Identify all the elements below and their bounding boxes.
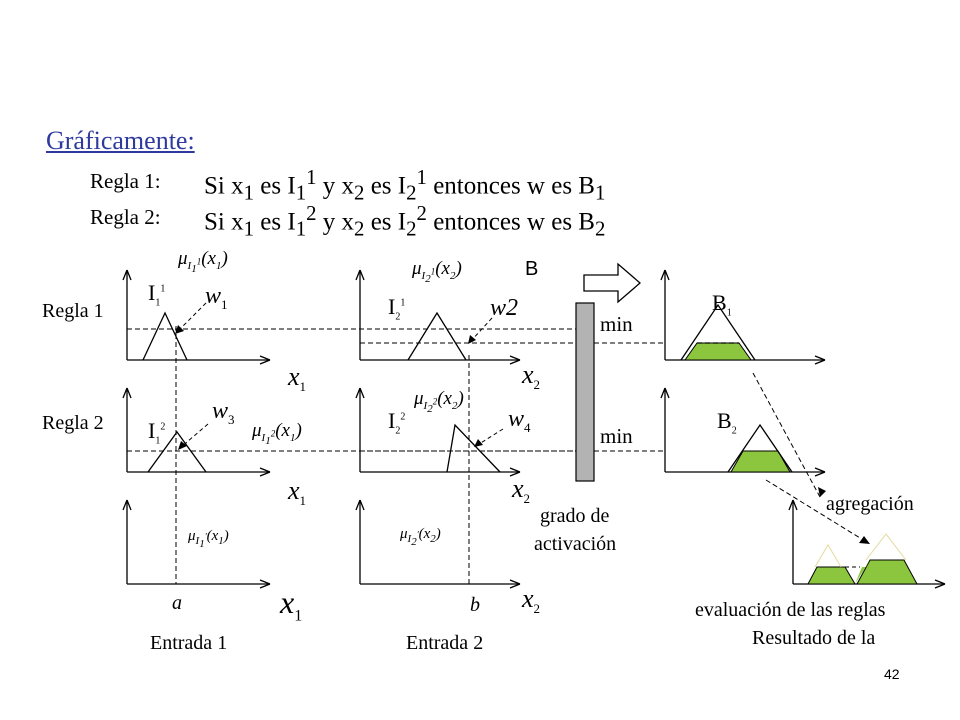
axes-r1c3 (664, 270, 825, 361)
block-arrow (583, 262, 641, 304)
weight-w1: w1 (205, 283, 228, 312)
set-i12: I12 (148, 418, 166, 447)
grado-line1: grado de (540, 505, 610, 527)
output-b1 (680, 303, 756, 361)
axes-r1c2 (359, 270, 520, 361)
min-label-r1: min (600, 312, 633, 336)
mu-input1: μI1'(x1) (188, 528, 229, 551)
rule1-label: Regla 1: (90, 169, 161, 193)
set-b1: B1 (712, 290, 732, 319)
axis-x1-r3: x1 (280, 584, 303, 625)
set-i22: I22 (388, 408, 406, 437)
weight-w3: w3 (212, 398, 235, 427)
set-i11: I11 (148, 280, 166, 309)
arrowhead-r1c1-y (122, 269, 132, 281)
rule2-text: Si x1 es I12 y x2 es I22 entonces w es B… (204, 201, 606, 241)
set-b2: B2 (717, 408, 737, 437)
weight-w2: w2 (490, 295, 519, 321)
mu-input2: μI2'(x2) (400, 526, 441, 549)
output-b2 (727, 423, 793, 473)
arrowhead-r1c1-x (259, 355, 271, 365)
weight-w4: w4 (508, 406, 531, 435)
set-i21: I21 (388, 294, 406, 323)
tri-i11 (142, 311, 188, 361)
mu-r1x1: μI11(x1) (178, 248, 228, 275)
axis-x1-r1: x1 (288, 362, 307, 395)
tri-i21 (407, 311, 467, 361)
mu-r1x2: μI21(x2) (412, 258, 462, 285)
page-title: Gráficamente: (46, 126, 195, 155)
entrada2-label: Entrada 2 (406, 632, 484, 654)
result-line1: evaluación de las reglas (695, 599, 886, 621)
grado-line2: activación (534, 533, 617, 555)
axis-x2-r3: x2 (522, 584, 541, 617)
axis-x2-r2: x2 (512, 474, 531, 507)
aggregated-result (807, 533, 918, 585)
input-b-label: b (470, 594, 480, 616)
activation-bar (575, 302, 595, 482)
mu-r2x2: μI22(x2) (414, 388, 464, 415)
tri-i12 (147, 430, 207, 473)
rule1-text: Si x1 es I11 y x2 es I21 entonces w es B… (204, 165, 606, 205)
mu-r2x1: μI12(x1) (252, 420, 302, 447)
result-line2: Resultado de la (752, 627, 876, 649)
axes-r1c1 (126, 270, 270, 361)
tri-i22 (446, 423, 501, 473)
row-label-regla1: Regla 1 (42, 300, 104, 322)
axis-x2-r1: x2 (522, 360, 541, 393)
block-arrow-label: B (525, 258, 539, 280)
page-number: 42 (884, 666, 900, 682)
agregacion-label: agregación (826, 493, 914, 515)
entrada1-label: Entrada 1 (150, 632, 228, 654)
min-label-r2: min (600, 424, 633, 448)
rule2-label: Regla 2: (90, 205, 161, 229)
row-label-regla2: Regla 2 (42, 412, 104, 434)
input-a-label: a (172, 592, 182, 614)
axis-x1-r2: x1 (288, 476, 307, 509)
